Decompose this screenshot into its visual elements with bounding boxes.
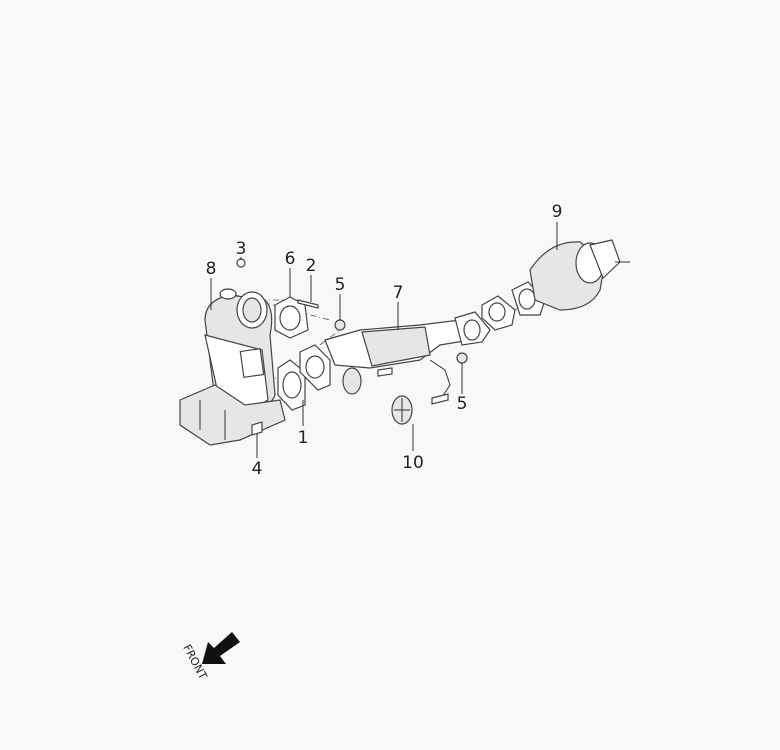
callout-1[interactable]: 1 — [298, 428, 309, 448]
callout-4[interactable]: 4 — [252, 459, 263, 479]
callout-9[interactable]: 9 — [552, 202, 563, 222]
callout-7[interactable]: 7 — [393, 283, 404, 303]
callout-10[interactable]: 10 — [402, 453, 424, 473]
part-6-gasket[interactable] — [274, 296, 309, 339]
part-10-rubber-hanger[interactable] — [342, 367, 413, 425]
part-5-nut[interactable] — [456, 352, 468, 364]
part-7-front-pipe[interactable] — [324, 311, 491, 405]
part-5-nut[interactable] — [334, 319, 346, 331]
callout-5[interactable]: 5 — [335, 275, 346, 295]
leader-lines — [210, 222, 558, 458]
callout-2[interactable]: 2 — [306, 256, 317, 276]
callout-6[interactable]: 6 — [285, 249, 296, 269]
part-1-gasket[interactable] — [277, 344, 331, 411]
front-arrow-icon — [202, 632, 240, 664]
part-8-catalytic-converter[interactable] — [179, 258, 286, 446]
part-4-bolt[interactable] — [251, 421, 263, 436]
part-3-nut — [236, 258, 246, 268]
part-2-stud[interactable] — [297, 299, 319, 309]
callout-5[interactable]: 5 — [457, 394, 468, 414]
callout-8[interactable]: 8 — [206, 259, 217, 279]
part-9-rear-converter[interactable] — [511, 239, 630, 316]
callout-3[interactable]: 3 — [236, 239, 247, 259]
rear-gasket[interactable] — [481, 295, 516, 331]
